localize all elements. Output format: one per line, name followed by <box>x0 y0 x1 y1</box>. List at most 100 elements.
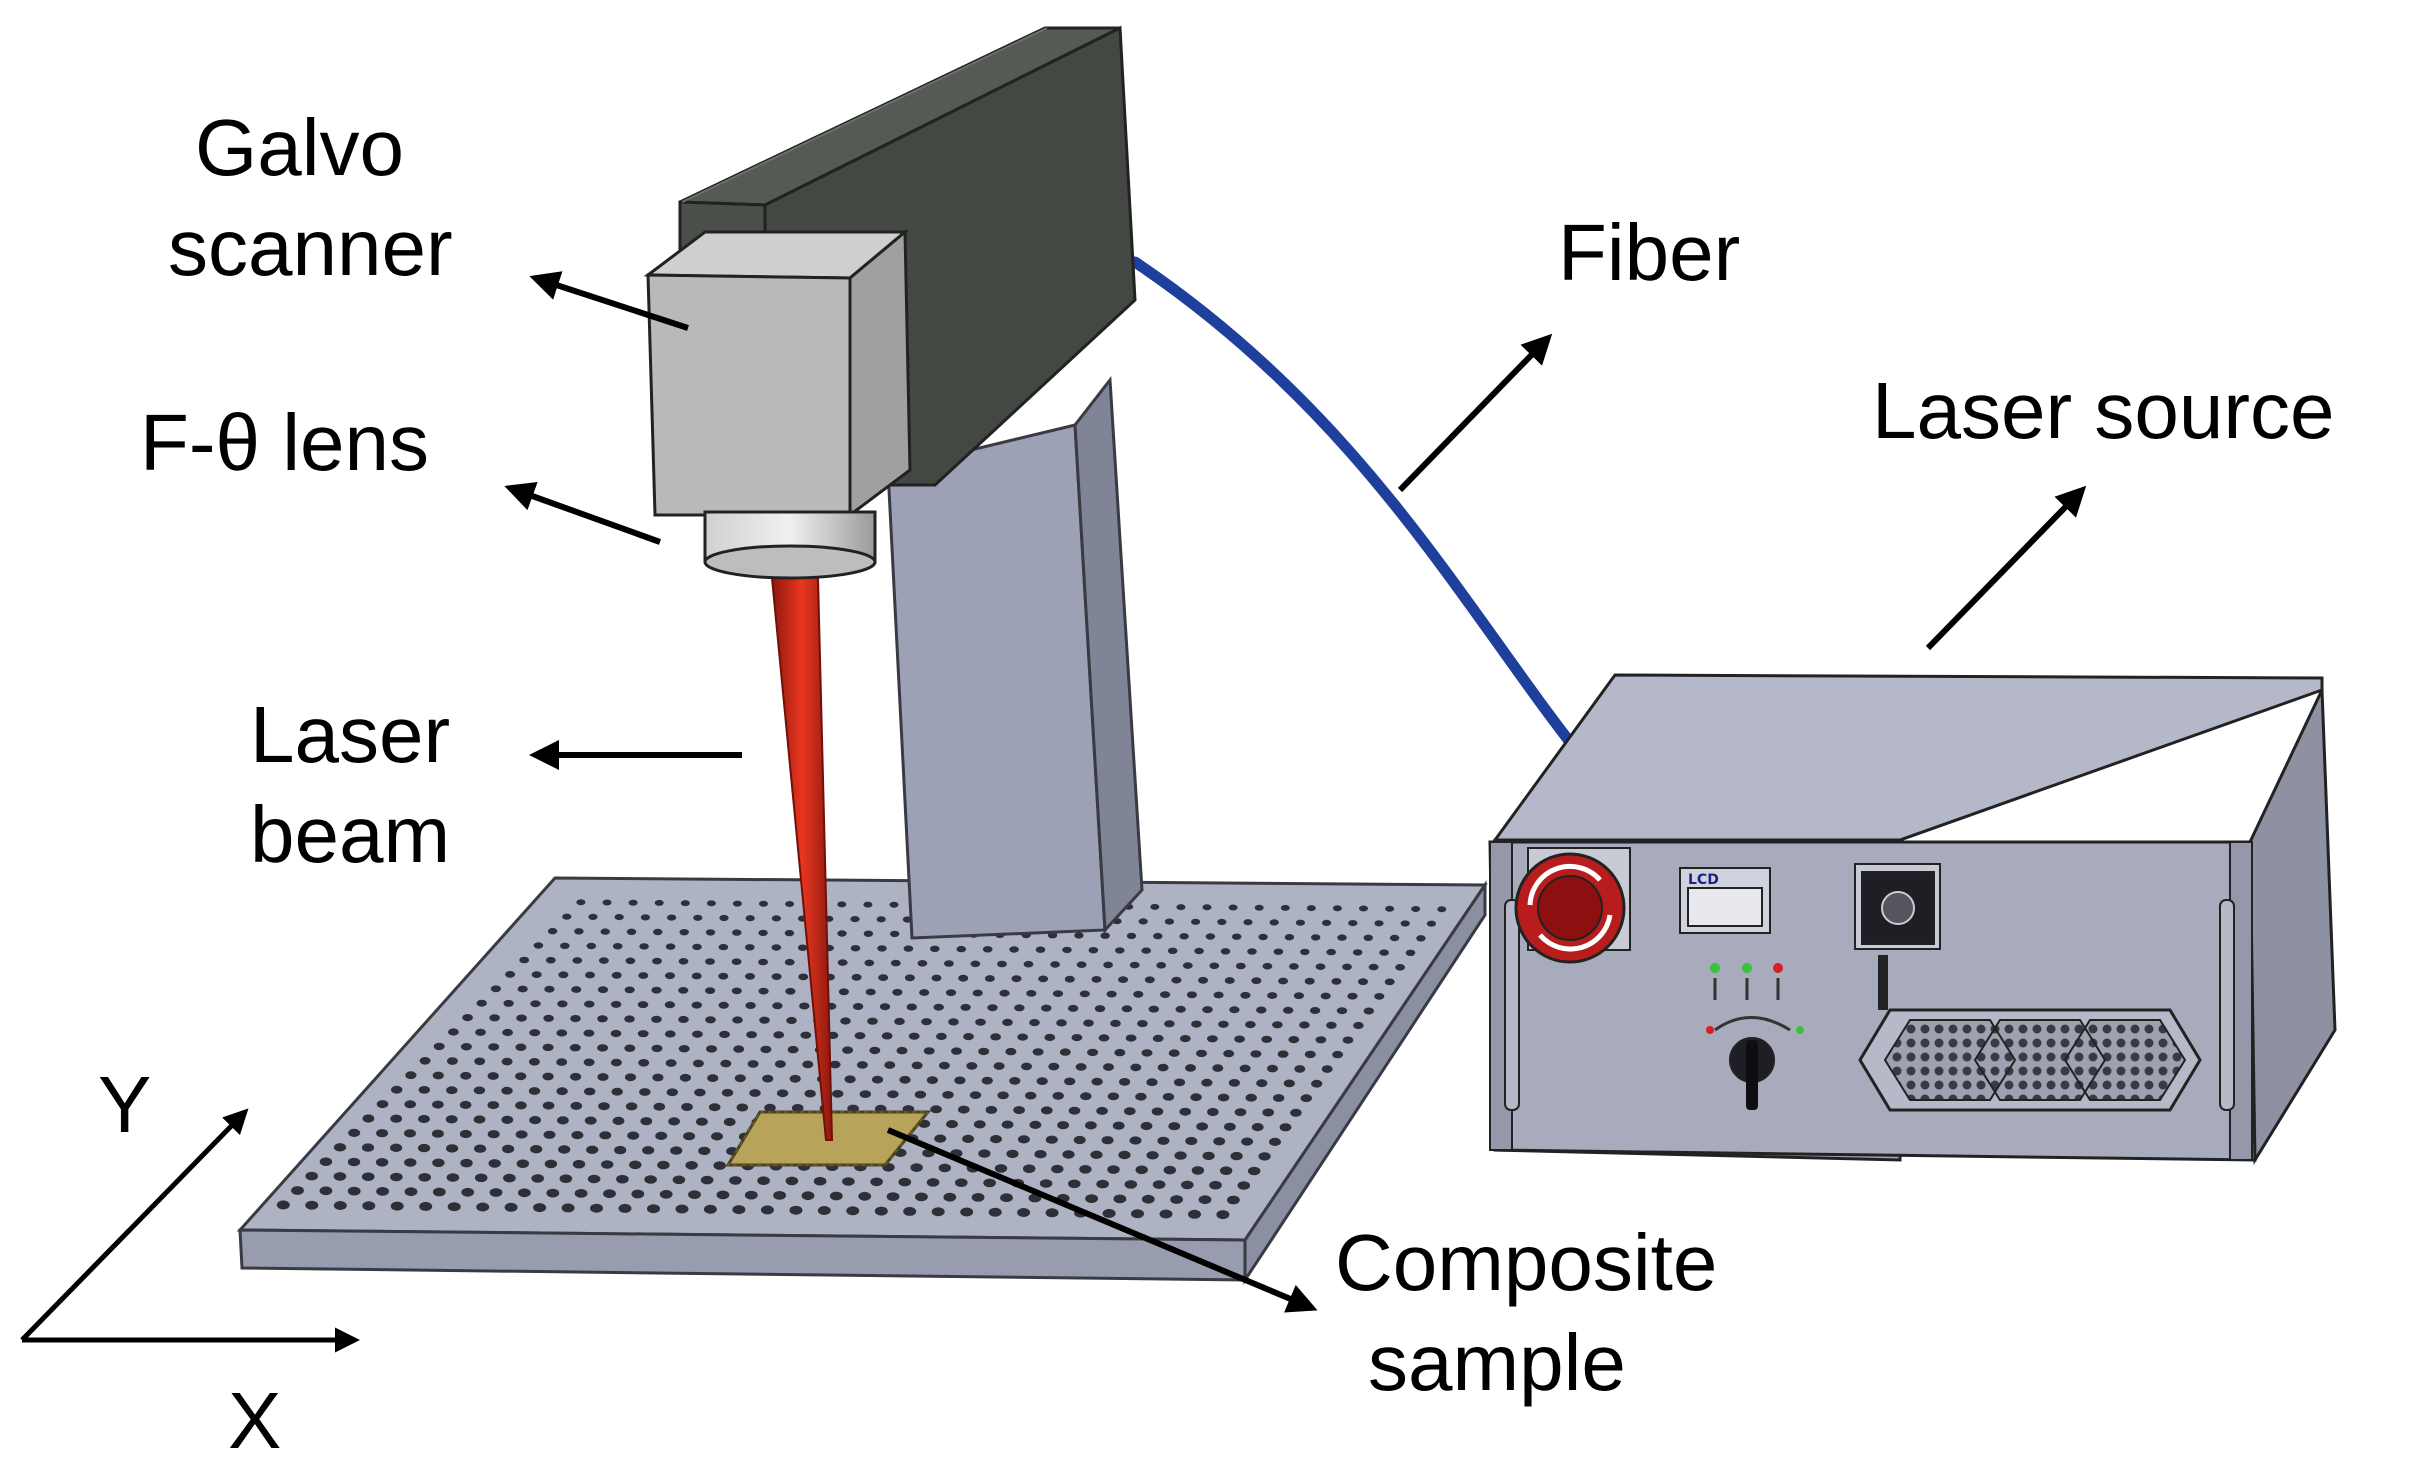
fiber-label: Fiber <box>1558 208 1740 297</box>
table-hole <box>758 958 768 966</box>
table-hole <box>1395 964 1405 971</box>
table-hole <box>851 973 862 981</box>
table-hole <box>1245 1021 1256 1029</box>
table-hole <box>840 1017 851 1025</box>
table-hole <box>1209 962 1220 970</box>
table-hole <box>476 999 487 1007</box>
table-hole <box>1041 1004 1052 1012</box>
table-hole <box>1135 1092 1147 1101</box>
table-hole <box>652 1073 664 1082</box>
table-hole <box>446 1144 459 1153</box>
table-hole <box>1110 1019 1121 1027</box>
table-hole <box>572 1159 586 1169</box>
table-hole <box>612 943 623 950</box>
table-hole <box>599 957 609 964</box>
table-hole <box>1107 1165 1120 1174</box>
table-hole <box>776 1089 789 1098</box>
table-hole <box>1140 1121 1153 1131</box>
table-hole <box>718 972 729 980</box>
table-hole <box>698 1146 711 1156</box>
table-hole <box>1332 1050 1344 1059</box>
table-hole <box>915 1192 928 1202</box>
table-hole <box>970 960 981 968</box>
table-hole <box>664 1001 676 1009</box>
table-hole <box>933 1003 944 1011</box>
table-hole <box>503 999 514 1007</box>
table-hole <box>515 1101 527 1110</box>
table-hole <box>1175 1005 1186 1013</box>
table-hole <box>733 1045 745 1053</box>
table-hole <box>1148 1005 1160 1013</box>
table-hole <box>1374 993 1385 1000</box>
table-hole <box>1085 1194 1098 1203</box>
table-hole <box>705 958 715 965</box>
table-hole <box>557 1116 569 1125</box>
callout-arrows <box>504 271 2087 1313</box>
table-hole <box>1374 920 1384 927</box>
table-hole <box>362 1201 376 1211</box>
table-hole <box>732 1016 743 1024</box>
table-hole <box>1198 1195 1212 1205</box>
table-hole <box>419 1057 431 1065</box>
table-hole <box>618 1203 632 1213</box>
table-hole <box>844 1075 856 1084</box>
table-hole <box>1106 990 1117 998</box>
mode-selector-knob <box>1706 1016 1804 1110</box>
table-hole <box>531 1174 544 1183</box>
table-hole <box>988 1207 1002 1217</box>
table-hole <box>1228 1079 1240 1087</box>
table-hole <box>1029 1019 1040 1027</box>
table-hole <box>1223 1049 1235 1058</box>
table-hole <box>502 1028 513 1037</box>
table-hole <box>1359 905 1368 912</box>
table-hole <box>926 1076 939 1084</box>
table-hole <box>1083 1019 1094 1027</box>
table-hole <box>1071 1034 1083 1042</box>
table-hole <box>571 986 582 993</box>
table-hole <box>1213 991 1224 999</box>
table-hole <box>1124 1180 1138 1189</box>
table-hole <box>1385 905 1395 912</box>
table-hole <box>1250 1050 1262 1058</box>
table-hole <box>1121 1005 1133 1013</box>
table-hole <box>1220 948 1231 955</box>
table-hole <box>654 899 664 906</box>
table-hole <box>333 1172 347 1181</box>
galvo-scanner-box <box>643 228 912 518</box>
table-hole <box>348 1128 361 1137</box>
table-hole <box>923 1047 935 1055</box>
table-hole <box>914 1090 927 1099</box>
table-hole <box>1217 918 1227 926</box>
table-hole <box>813 1176 827 1186</box>
table-hole <box>854 1032 866 1040</box>
table-hole <box>1045 1208 1059 1218</box>
table-hole <box>1243 919 1253 926</box>
table-hole <box>1283 1079 1295 1088</box>
table-hole <box>981 1076 993 1085</box>
table-hole <box>804 1089 816 1098</box>
table-hole <box>1176 904 1186 911</box>
table-hole <box>629 1160 642 1170</box>
table-hole <box>771 915 782 922</box>
table-hole <box>531 971 542 978</box>
table-hole <box>1073 1135 1086 1145</box>
table-hole <box>943 1192 957 1202</box>
table-hole <box>1405 949 1416 956</box>
table-hole <box>1262 1108 1274 1117</box>
ftheta-label: F-θ lens <box>140 398 429 487</box>
table-hole <box>291 1186 304 1195</box>
table-hole <box>626 928 637 935</box>
vent-grille <box>1858 1008 2202 1112</box>
table-hole <box>418 1173 432 1182</box>
table-hole <box>333 1201 347 1210</box>
table-hole <box>1304 1050 1316 1059</box>
table-hole <box>784 929 795 937</box>
table-hole <box>625 1102 638 1111</box>
table-hole <box>1179 1107 1191 1116</box>
labels: Galvo scanner F-θ lens Laser beam Fiber … <box>140 103 2334 1407</box>
table-hole <box>624 1073 637 1082</box>
table-hole <box>789 1205 803 1215</box>
table-hole <box>616 1174 629 1184</box>
source-side <box>2248 689 2337 1166</box>
